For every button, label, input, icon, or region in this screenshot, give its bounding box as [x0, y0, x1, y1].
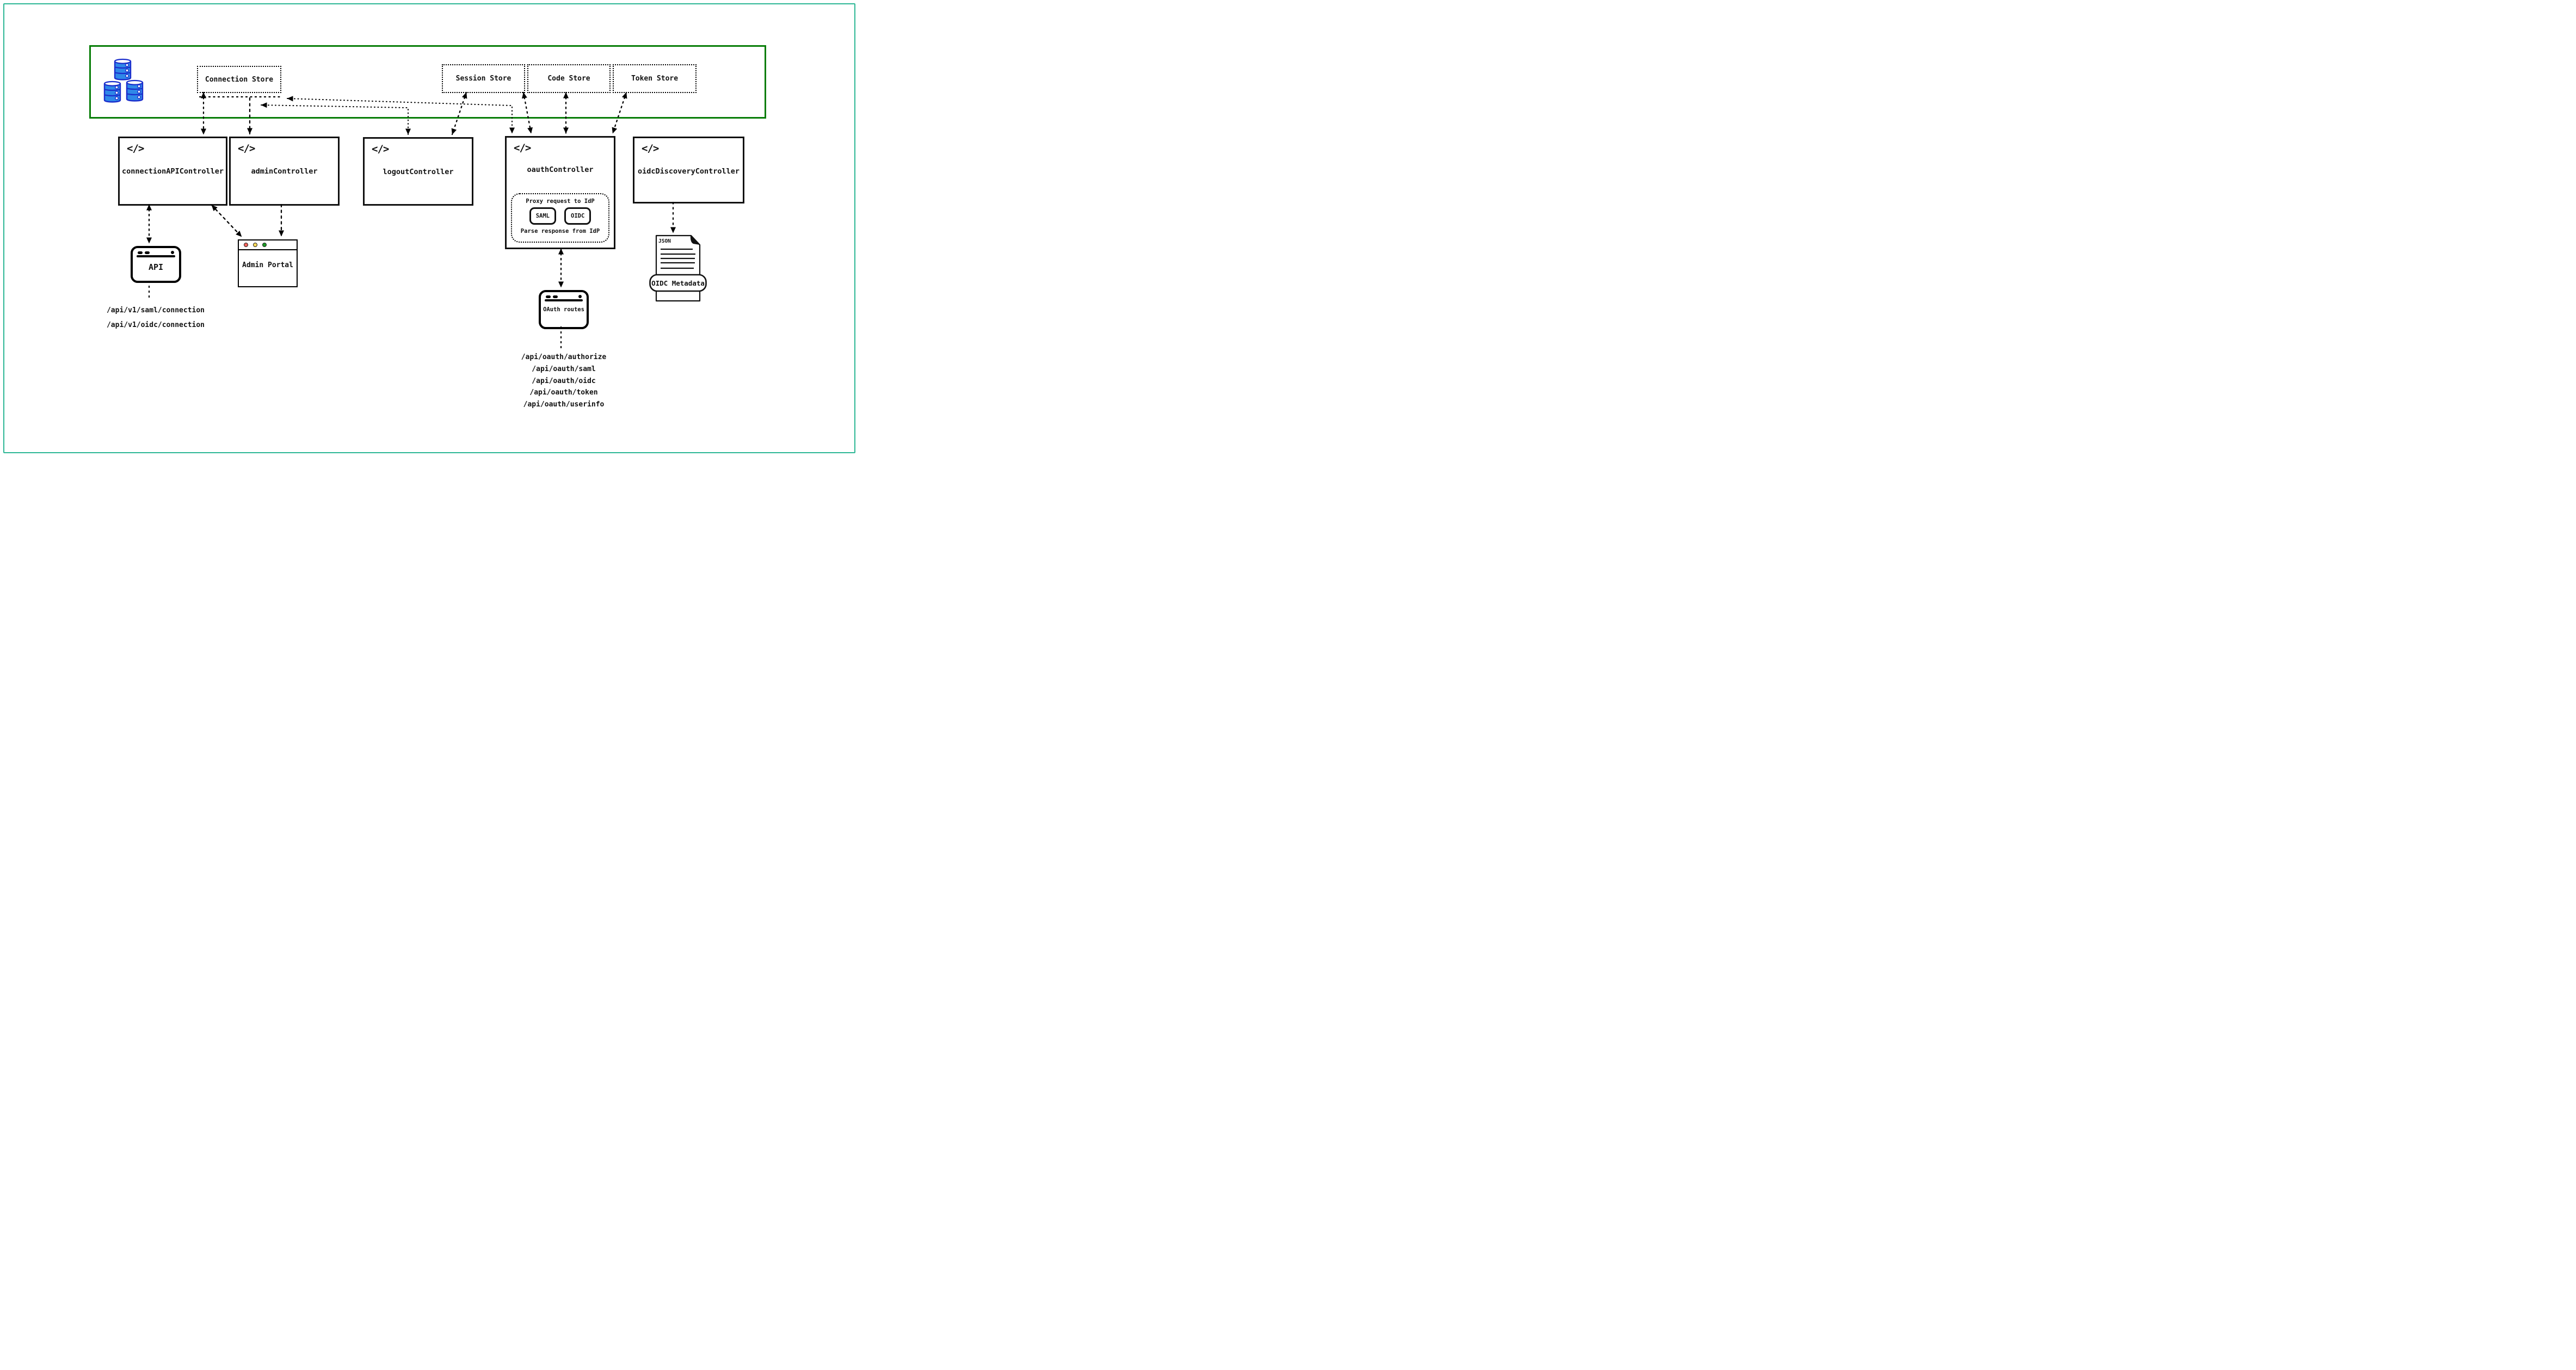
connection-store-label: Connection Store	[205, 75, 274, 84]
json-label: JSON	[658, 238, 671, 244]
endpoint-path: /api/oauth/saml	[532, 365, 596, 373]
token-store-box: Token Store	[613, 64, 697, 93]
api-endpoint-list: /api/v1/saml/connection /api/v1/oidc/con…	[103, 303, 208, 332]
api-window: API	[131, 246, 181, 283]
window-titlebar-icon	[138, 251, 174, 256]
code-icon: </>	[127, 143, 144, 155]
oauth-endpoint-list: /api/oauth/authorize /api/oauth/saml /ap…	[517, 351, 611, 411]
window-divider	[137, 255, 175, 257]
endpoint-path: /api/v1/saml/connection	[106, 306, 205, 314]
code-store-box: Code Store	[527, 64, 611, 93]
parse-response-label: Parse response from IdP	[520, 228, 600, 234]
oidc-metadata-banner-label: OIDC Metadata	[651, 279, 705, 287]
admin-portal-window: Admin Portal	[238, 239, 298, 287]
oauth-controller-label: oauthController	[527, 165, 594, 174]
code-icon: </>	[642, 143, 659, 155]
endpoint-path: /api/v1/oidc/connection	[106, 321, 205, 329]
oidc-metadata-document: JSON OIDC Metadata	[649, 234, 707, 303]
code-icon: </>	[514, 142, 531, 154]
admin-controller-box: </> adminController	[229, 137, 340, 206]
logout-controller-box: </> logoutController	[363, 137, 473, 206]
oidc-protocol-box: OIDC	[564, 207, 591, 225]
admin-controller-label: adminController	[251, 167, 318, 176]
portal-titlebar	[239, 240, 297, 250]
connection-api-controller-label: connectionAPIController	[122, 167, 224, 176]
window-titlebar-icon	[546, 295, 582, 300]
session-store-box: Session Store	[442, 64, 525, 93]
red-traffic-light-icon	[244, 243, 248, 247]
yellow-traffic-light-icon	[253, 243, 257, 247]
api-window-label: API	[148, 262, 164, 272]
idp-proxy-box: Proxy request to IdP SAML OIDC Parse res…	[511, 193, 609, 243]
connection-store-box: Connection Store	[197, 66, 281, 93]
admin-portal-label: Admin Portal	[242, 261, 293, 269]
protocol-row: SAML OIDC	[512, 207, 608, 225]
endpoint-path: /api/oauth/oidc	[532, 377, 596, 385]
json-file-icon: JSON OIDC Metadata	[649, 234, 707, 302]
oauth-routes-label: OAuth routes	[543, 306, 584, 313]
endpoint-path: /api/oauth/userinfo	[523, 400, 605, 409]
logout-controller-label: logoutController	[383, 168, 454, 176]
oidc-discovery-controller-box: </> oidcDiscoveryController	[633, 137, 744, 203]
endpoint-path: /api/oauth/authorize	[521, 353, 607, 361]
endpoint-path: /api/oauth/token	[529, 388, 598, 397]
window-divider	[545, 299, 583, 301]
token-store-label: Token Store	[631, 75, 679, 83]
connection-api-controller-box: </> connectionAPIController	[118, 137, 227, 206]
diagram-canvas: { "palette": { "outer_border": "#2db795"…	[0, 0, 859, 456]
code-store-label: Code Store	[547, 75, 590, 83]
code-icon: </>	[238, 143, 255, 155]
oidc-discovery-controller-label: oidcDiscoveryController	[638, 167, 739, 176]
session-store-label: Session Store	[455, 75, 511, 83]
oauth-controller-box: </> oauthController Proxy request to IdP…	[505, 136, 615, 249]
page-border	[3, 3, 855, 453]
proxy-request-label: Proxy request to IdP	[526, 198, 595, 205]
saml-protocol-box: SAML	[529, 207, 556, 225]
oauth-routes-window: OAuth routes	[539, 290, 589, 329]
green-traffic-light-icon	[262, 243, 267, 247]
code-icon: </>	[372, 143, 389, 155]
